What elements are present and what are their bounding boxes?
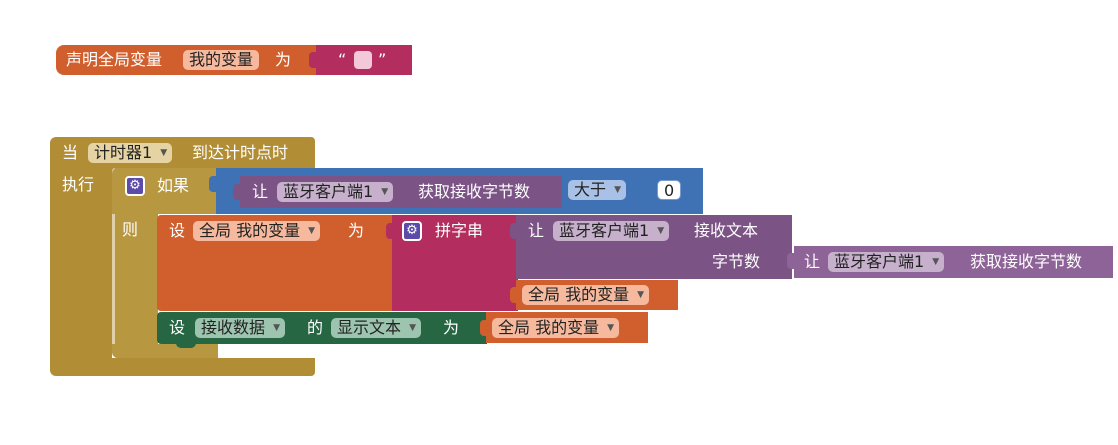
event-block-frame[interactable]: 当 计时器1▼ 到达计时点时 <box>50 137 315 173</box>
when-label: 当 <box>62 143 79 162</box>
input-connector <box>209 176 216 192</box>
chevron-down-icon: ▼ <box>308 226 316 236</box>
do-label: 执行 <box>62 175 95 194</box>
input-connector <box>309 52 316 68</box>
global-var-dropdown[interactable]: 全局 我的变量▼ <box>193 221 321 241</box>
bluetooth-bytes-available-block[interactable]: 让 蓝牙客户端1▼ 获取接收字节数 <box>240 176 562 208</box>
text-string-block[interactable]: “ ” <box>316 45 412 75</box>
input-connector <box>787 253 794 269</box>
get-global-block-2[interactable]: 全局 我的变量▼ <box>486 312 648 343</box>
then-label: 则 <box>122 220 139 239</box>
event-block-bottom <box>50 358 315 376</box>
global-var-dropdown[interactable]: 全局 我的变量▼ <box>522 285 650 305</box>
if-block-inner-edge <box>112 168 115 358</box>
chevron-down-icon: ▼ <box>657 226 665 236</box>
num-bytes-label: 字节数 <box>712 252 761 271</box>
bluetooth-component-dropdown[interactable]: 蓝牙客户端1▼ <box>553 221 670 241</box>
property-dropdown[interactable]: 显示文本▼ <box>331 318 422 338</box>
call-label: 让 <box>528 221 545 240</box>
quote-close: ” <box>378 50 387 69</box>
receive-text-label: 接收文本 <box>694 221 759 240</box>
timer-component-dropdown[interactable]: 计时器1▼ <box>88 143 173 163</box>
input-connector <box>510 287 517 303</box>
chevron-down-icon: ▼ <box>614 185 622 195</box>
bluetooth-component-dropdown[interactable]: 蓝牙客户端1▼ <box>828 252 945 272</box>
set-label: 设 <box>169 221 186 240</box>
method-label: 获取接收字节数 <box>418 182 531 201</box>
global-declaration-block[interactable]: 声明全局变量 我的变量 为 <box>56 45 318 75</box>
join-block[interactable]: ⚙ 拼字串 <box>392 215 518 311</box>
quote-open: “ <box>338 50 347 69</box>
method-label: 获取接收字节数 <box>970 252 1083 271</box>
bluetooth-bytes-available-block-2[interactable]: 让 蓝牙客户端1▼ 获取接收字节数 <box>794 246 1113 278</box>
if-block-header[interactable]: ⚙ 如果 则 <box>112 168 222 239</box>
input-connector <box>510 223 517 239</box>
compare-number-field[interactable]: 0 <box>657 180 682 200</box>
set-property-block[interactable]: 设 接收数据▼ 的 显示文本▼ 为 <box>157 312 487 344</box>
chevron-down-icon: ▼ <box>607 323 615 333</box>
to-label: 为 <box>443 318 460 337</box>
compare-operator-dropdown[interactable]: 大于▼ <box>568 180 627 200</box>
global-var-name-field[interactable]: 我的变量 <box>183 50 260 70</box>
gear-icon[interactable]: ⚙ <box>125 176 145 196</box>
input-connector <box>386 223 393 239</box>
if-block-bottom <box>112 344 218 358</box>
event-name-label: 到达计时点时 <box>192 143 289 162</box>
chevron-down-icon: ▼ <box>273 323 281 333</box>
chevron-down-icon: ▼ <box>637 290 645 300</box>
if-label: 如果 <box>157 176 190 195</box>
set-label: 设 <box>169 318 186 337</box>
gear-icon[interactable]: ⚙ <box>402 221 422 241</box>
of-label: 的 <box>307 318 324 337</box>
bluetooth-component-dropdown[interactable]: 蓝牙客户端1▼ <box>277 182 394 202</box>
bluetooth-receive-text-block[interactable]: 让 蓝牙客户端1▼ 接收文本 字节数 <box>516 215 792 279</box>
get-global-block[interactable]: 全局 我的变量▼ <box>516 280 678 310</box>
input-connector <box>233 184 240 200</box>
event-block-left-bar: 执行 <box>50 172 112 375</box>
to-label: 为 <box>348 221 365 240</box>
call-label: 让 <box>252 182 269 201</box>
global-var-dropdown[interactable]: 全局 我的变量▼ <box>492 318 620 338</box>
empty-string-field[interactable] <box>354 51 372 69</box>
set-global-block[interactable]: 设 全局 我的变量▼ 为 <box>157 215 393 311</box>
chevron-down-icon: ▼ <box>409 323 417 333</box>
chevron-down-icon: ▼ <box>932 257 940 267</box>
component-dropdown[interactable]: 接收数据▼ <box>195 318 286 338</box>
declare-label: 声明全局变量 <box>66 50 163 69</box>
input-connector <box>480 320 487 336</box>
chevron-down-icon: ▼ <box>160 148 168 158</box>
call-label: 让 <box>804 252 821 271</box>
as-label: 为 <box>275 50 292 69</box>
chevron-down-icon: ▼ <box>381 187 389 197</box>
join-label: 拼字串 <box>435 221 484 240</box>
statement-notch <box>176 343 196 348</box>
